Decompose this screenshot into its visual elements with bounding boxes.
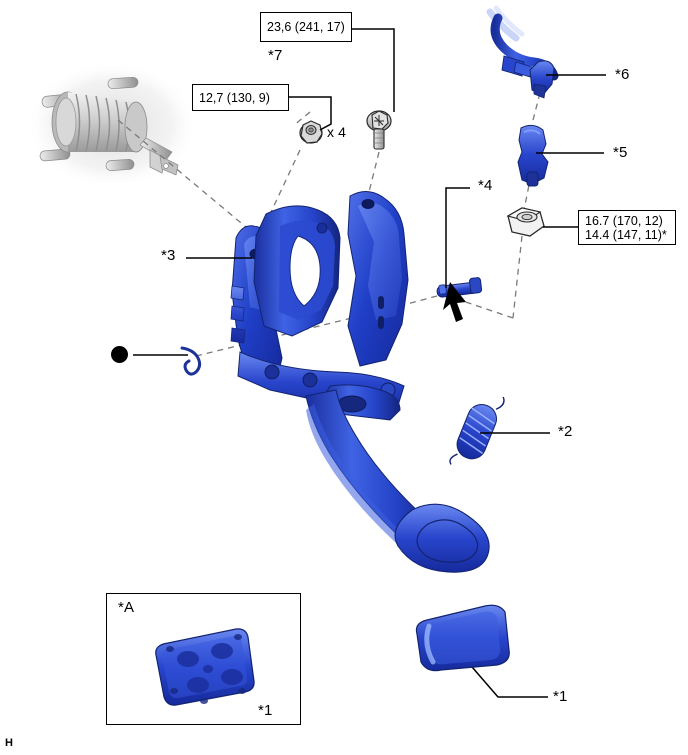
callout-label-4: *4: [478, 177, 493, 194]
retaining-clip-illustration: [180, 346, 202, 376]
callout-label-A: *A: [118, 599, 135, 616]
callout-label-7: *7: [268, 47, 283, 64]
callout-label-2: *2: [558, 423, 573, 440]
torque-value-left: 12,7 (130, 9): [199, 90, 270, 105]
lock-nut-icon: [506, 207, 545, 237]
torque-value-top: 23,6 (241, 17): [267, 20, 345, 34]
torque-value-right-2: 14.4 (147, 11)*: [585, 227, 667, 242]
torque-value-right-1: 16.7 (170, 12): [585, 213, 663, 228]
torque-box-left: 12,7 (130, 9): [192, 84, 289, 111]
clutch-master-pushrod-illustration: [486, 5, 559, 99]
callout-label-5: *5: [613, 144, 628, 161]
callout-label-1-main: *1: [553, 688, 568, 705]
torque-box-top: 23,6 (241, 17): [260, 12, 352, 42]
return-spring-illustration: [449, 396, 505, 465]
emphasis-arrow-icon: [443, 282, 466, 322]
steering-column-bellows-illustration: [26, 61, 198, 189]
pedal-pad-inset-illustration: [155, 628, 255, 706]
page-mark: H: [5, 737, 13, 749]
pedal-support-bracket-illustration: [230, 191, 409, 421]
quantity-label-x4: x 4: [327, 124, 346, 140]
flange-nut-icon: [299, 120, 323, 144]
pedal-arm-with-pad-illustration: [305, 389, 490, 573]
callout-label-1-inset: *1: [258, 702, 273, 719]
callout-label-6: *6: [615, 66, 630, 83]
pedal-stopper-switch-illustration: [517, 124, 549, 187]
pedal-pad-alt-illustration: [415, 604, 510, 672]
torque-box-right: 16.7 (170, 12) 14.4 (147, 11)*: [578, 210, 676, 245]
bullet-marker-icon: [111, 346, 128, 363]
callout-label-3: *3: [161, 247, 176, 264]
flange-bolt-icon: [366, 110, 392, 150]
